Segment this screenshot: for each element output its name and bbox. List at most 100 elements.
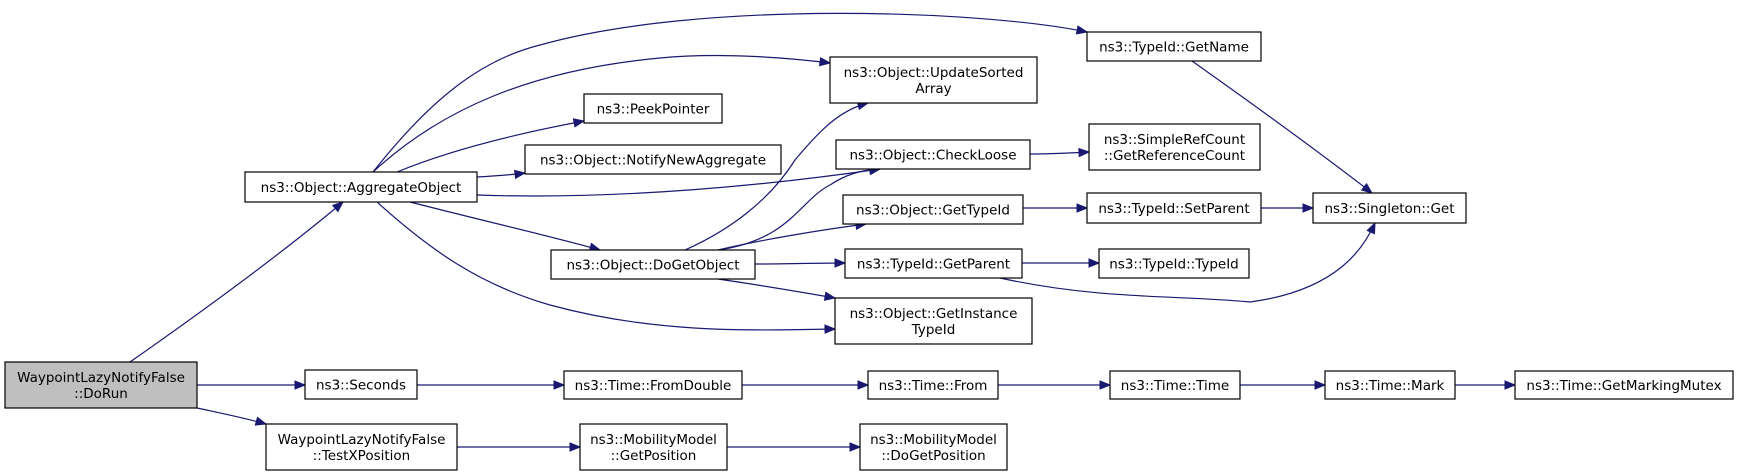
node-label: ns3::TypeId::GetParent — [857, 257, 1010, 273]
node-aggregate[interactable]: ns3::Object::AggregateObject — [244, 171, 478, 203]
node-dogetobject[interactable]: ns3::Object::DoGetObject — [550, 249, 756, 280]
node-testx[interactable]: WaypointLazyNotifyFalse::TestXPosition — [265, 423, 458, 471]
node-label: ::GetPosition — [611, 448, 697, 464]
node-box — [304, 369, 418, 400]
edge-line — [376, 201, 836, 331]
node-root[interactable]: WaypointLazyNotifyFalse::DoRun — [4, 361, 198, 409]
node-peekpointer[interactable]: ns3::PeekPointer — [583, 93, 723, 124]
node-getparent[interactable]: ns3::TypeId::GetParent — [844, 248, 1023, 279]
arrowhead-icon — [513, 169, 527, 180]
node-timetime[interactable]: ns3::Time::Time — [1109, 370, 1241, 400]
arrowhead-icon — [1366, 221, 1376, 235]
call-graph-edges — [129, 12, 1517, 452]
node-seconds[interactable]: ns3::Seconds — [304, 369, 418, 400]
edge-setparent-to-singleton — [1260, 203, 1315, 213]
node-label: ns3::MobilityModel — [870, 432, 997, 448]
arrowhead-icon — [553, 380, 566, 390]
edge-aggregate-to-getinstance — [376, 201, 837, 334]
node-label: Array — [915, 81, 951, 97]
arrowhead-icon — [1076, 203, 1089, 213]
edge-line — [754, 262, 846, 265]
arrowhead-icon — [1302, 203, 1315, 213]
node-timefrom[interactable]: ns3::Time::From — [867, 370, 999, 400]
node-label: ns3::MobilityModel — [590, 432, 717, 448]
edge-root-to-testx — [196, 407, 268, 426]
edge-dogetobject-to-getinstance — [717, 278, 837, 301]
node-box — [844, 248, 1023, 279]
arrowhead-icon — [572, 118, 586, 128]
node-box — [1088, 123, 1261, 171]
node-box — [842, 194, 1024, 225]
node-label: ns3::TypeId::TypeId — [1109, 257, 1239, 273]
node-label: ns3::Time::From — [879, 378, 988, 394]
edge-line — [129, 201, 344, 363]
node-label: WaypointLazyNotifyFalse — [278, 432, 446, 448]
node-label: ns3::Seconds — [316, 378, 406, 394]
node-box — [1098, 248, 1250, 279]
edge-aggregate-to-updatesorted — [372, 54, 832, 173]
edge-getparent-to-typeidctor — [1022, 258, 1101, 268]
node-label: ns3::Time::GetMarkingMutex — [1526, 378, 1721, 394]
edge-aggregate-to-dogetobject — [409, 201, 602, 252]
node-timemark[interactable]: ns3::Time::Mark — [1324, 370, 1456, 400]
arrowhead-icon — [1314, 380, 1327, 390]
node-label: ns3::Object::AggregateObject — [261, 180, 462, 196]
node-box — [583, 93, 723, 124]
arrowhead-icon — [569, 442, 582, 452]
edge-line — [1191, 60, 1373, 194]
node-markingmutex[interactable]: ns3::Time::GetMarkingMutex — [1514, 370, 1734, 400]
node-setparent[interactable]: ns3::TypeId::SetParent — [1086, 192, 1262, 224]
node-label: ns3::Time::Time — [1121, 378, 1229, 394]
node-label: ::TestXPosition — [313, 448, 411, 464]
node-box — [867, 370, 999, 400]
node-label: ::DoGetPosition — [881, 448, 985, 464]
node-label: WaypointLazyNotifyFalse — [17, 370, 185, 386]
edge-timetime-to-timemark — [1240, 380, 1327, 390]
edge-line — [684, 102, 869, 251]
node-box — [579, 423, 728, 471]
node-dogetposition[interactable]: ns3::MobilityModel::DoGetPosition — [859, 423, 1008, 471]
node-label: ns3::Singleton::Get — [1324, 201, 1454, 217]
node-box — [550, 249, 756, 280]
edge-gettypeid-to-setparent — [1022, 203, 1089, 213]
arrowhead-icon — [1088, 258, 1101, 268]
edge-seconds-to-fromdouble — [417, 380, 566, 390]
node-box — [1109, 370, 1241, 400]
edge-timemark-to-markingmutex — [1455, 380, 1517, 390]
arrowhead-icon — [857, 380, 870, 390]
edge-timefrom-to-timetime — [998, 380, 1112, 390]
edge-line — [476, 168, 881, 197]
node-singleton[interactable]: ns3::Singleton::Get — [1312, 192, 1467, 224]
node-typeidctor[interactable]: ns3::TypeId::TypeId — [1098, 248, 1250, 279]
node-getrefcount[interactable]: ns3::SimpleRefCount::GetReferenceCount — [1088, 123, 1261, 171]
edge-getposition-to-dogetposition — [727, 442, 862, 452]
edge-aggregate-to-peekpointer — [396, 118, 586, 173]
arrowhead-icon — [294, 380, 307, 390]
node-box — [1312, 192, 1467, 224]
arrowhead-icon — [818, 56, 832, 67]
node-label: ::DoRun — [74, 386, 128, 402]
node-box — [1086, 192, 1262, 224]
edge-root-to-aggregate — [129, 201, 345, 363]
arrowhead-icon — [834, 258, 847, 268]
node-box — [4, 361, 198, 409]
edge-getparent-to-singleton — [999, 221, 1376, 303]
node-checkloose[interactable]: ns3::Object::CheckLoose — [835, 139, 1031, 170]
node-label: ns3::TypeId::SetParent — [1098, 201, 1249, 217]
node-gettypeid[interactable]: ns3::Object::GetTypeId — [842, 194, 1024, 225]
node-getname[interactable]: ns3::TypeId::GetName — [1086, 31, 1262, 62]
edge-testx-to-getposition — [457, 442, 582, 452]
edge-line — [196, 407, 267, 425]
edge-line — [717, 223, 867, 251]
node-label: ns3::Object::CheckLoose — [849, 148, 1016, 164]
node-box — [829, 56, 1038, 104]
arrowhead-icon — [1360, 182, 1374, 194]
arrowhead-icon — [1078, 147, 1091, 158]
node-label: ns3::Object::DoGetObject — [566, 258, 739, 274]
node-notifynew[interactable]: ns3::Object::NotifyNewAggregate — [524, 144, 782, 175]
node-getposition[interactable]: ns3::MobilityModel::GetPosition — [579, 423, 728, 471]
node-fromdouble[interactable]: ns3::Time::FromDouble — [563, 370, 743, 400]
edge-dogetobject-to-getparent — [754, 258, 847, 268]
